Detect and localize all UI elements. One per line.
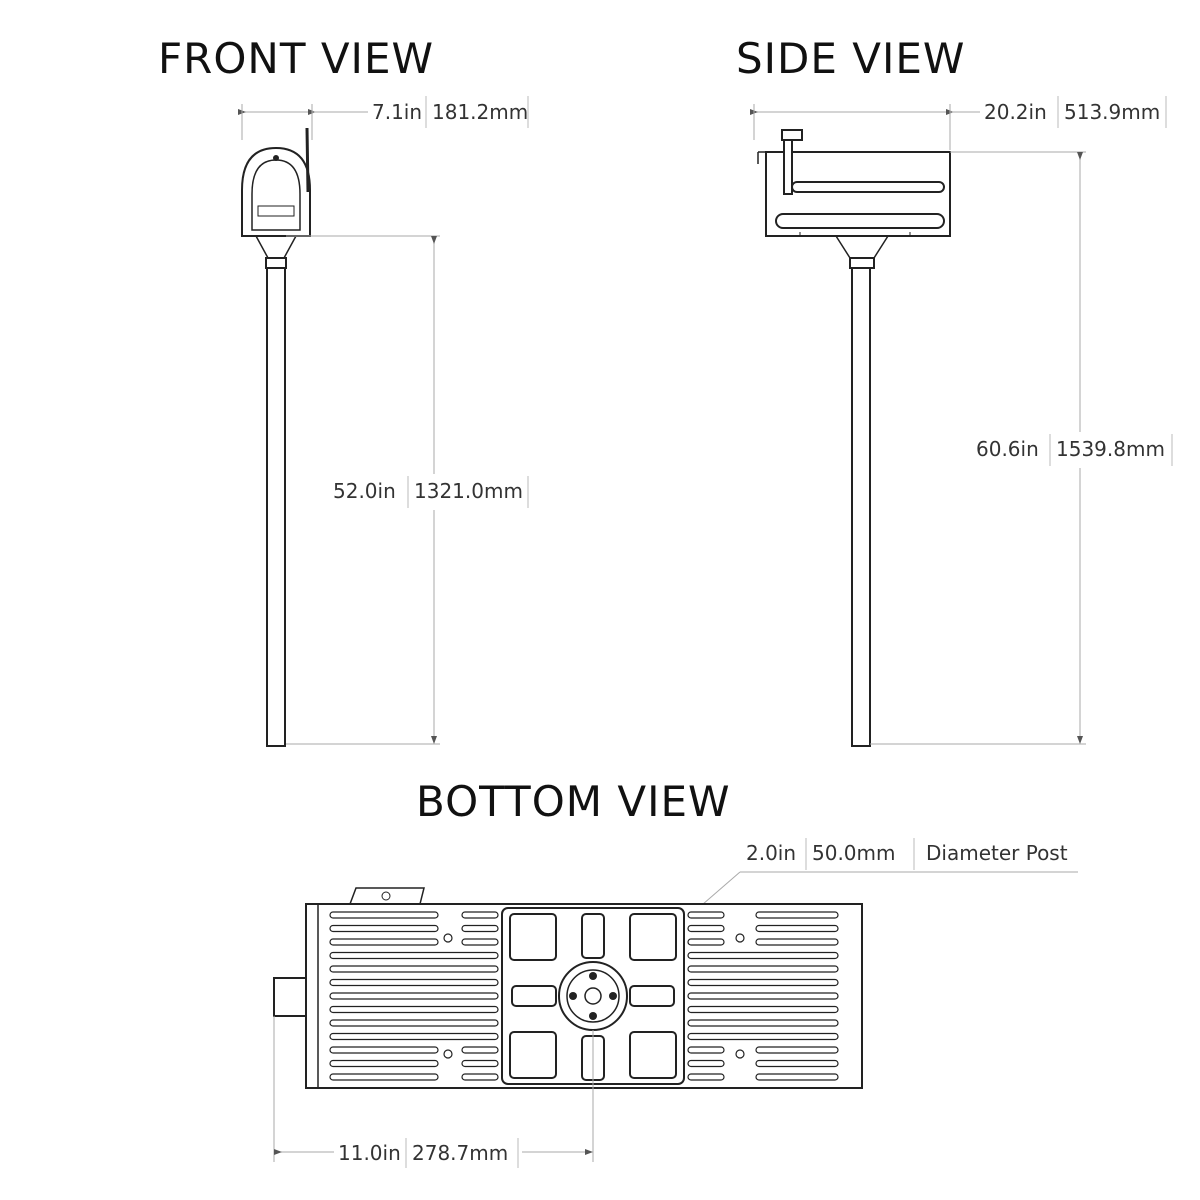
vent-slot — [329, 1059, 439, 1068]
post-diameter-label: Diameter Post — [926, 841, 1068, 865]
vent-slots-right — [687, 911, 839, 1081]
bottom-offset-mm: 278.7mm — [412, 1141, 508, 1165]
vent-slot — [687, 1059, 725, 1068]
post-diameter-mm: 50.0mm — [812, 841, 896, 865]
vent-slots-left — [329, 911, 499, 1081]
side-view-title: SIDE VIEW — [736, 34, 965, 83]
vent-slot — [755, 924, 839, 933]
bottom-offset-in: 11.0in — [338, 1141, 401, 1165]
front-view-title: FRONT VIEW — [158, 34, 434, 83]
vent-slot — [687, 938, 725, 946]
vent-slot — [329, 1019, 499, 1027]
vent-slot — [329, 938, 439, 946]
post-diameter-callout: 2.0in 50.0mm Diameter Post — [616, 838, 1078, 979]
bottom-offset-dimension: 11.0in 278.7mm — [273, 1016, 594, 1170]
front-width-in: 7.1in — [372, 100, 422, 124]
vent-slot — [329, 978, 499, 987]
vent-slot — [755, 938, 839, 946]
side-height-in: 60.6in — [976, 437, 1039, 461]
front-width-mm: 181.2mm — [432, 100, 528, 124]
front-width-dimension: 7.1in 181.2mm — [238, 96, 529, 140]
front-height-dimension: 52.0in 1321.0mm — [286, 235, 530, 745]
mailbox-front-drawing — [241, 127, 311, 747]
vent-slot — [461, 1059, 499, 1068]
vent-slot — [687, 965, 839, 973]
front-height-in: 52.0in — [333, 479, 396, 503]
vent-slot — [687, 1073, 725, 1081]
vent-slot — [461, 938, 499, 946]
side-length-dimension: 20.2in 513.9mm — [750, 96, 1167, 150]
vent-slot — [687, 924, 725, 933]
vent-slot — [687, 992, 839, 1000]
vent-slot — [687, 951, 839, 960]
vent-slot — [755, 911, 839, 919]
vent-slot — [687, 1046, 725, 1054]
bottom-view-title: BOTTOM VIEW — [416, 777, 731, 826]
vent-slot — [461, 911, 499, 919]
vent-slot — [461, 1046, 499, 1054]
mounting-plate — [501, 907, 685, 1085]
front-height-mm: 1321.0mm — [414, 479, 523, 503]
vent-slot — [461, 924, 499, 933]
vent-slot — [329, 951, 499, 960]
vent-slot — [329, 1046, 439, 1054]
side-length-mm: 513.9mm — [1064, 100, 1160, 124]
vent-slot — [329, 992, 499, 1000]
vent-slot — [687, 978, 839, 987]
vent-slot — [687, 1005, 839, 1014]
side-height-mm: 1539.8mm — [1056, 437, 1165, 461]
vent-slot — [329, 1005, 499, 1014]
vent-slot — [687, 1019, 839, 1027]
vent-slot — [329, 965, 499, 973]
side-view: SIDE VIEW 20.2in 513.9mm — [736, 34, 1173, 747]
mailbox-side-drawing — [757, 129, 951, 747]
vent-slot — [687, 911, 725, 919]
front-view: FRONT VIEW 7.1in 181.2mm — [158, 34, 530, 747]
post-diameter-in: 2.0in — [746, 841, 796, 865]
bottom-view: BOTTOM VIEW 2.0in 50.0mm Diameter Post — [273, 777, 1078, 1170]
vent-slot — [329, 924, 439, 933]
vent-slot — [329, 1032, 499, 1041]
mailbox-bottom-drawing — [273, 887, 863, 1089]
vent-slot — [461, 1073, 499, 1081]
vent-slot — [755, 1046, 839, 1054]
vent-slot — [755, 1059, 839, 1068]
side-height-dimension: 60.6in 1539.8mm — [870, 151, 1173, 745]
side-length-in: 20.2in — [984, 100, 1047, 124]
vent-slot — [755, 1073, 839, 1081]
vent-slot — [329, 1073, 439, 1081]
vent-slot — [329, 911, 439, 919]
vent-slot — [687, 1032, 839, 1041]
